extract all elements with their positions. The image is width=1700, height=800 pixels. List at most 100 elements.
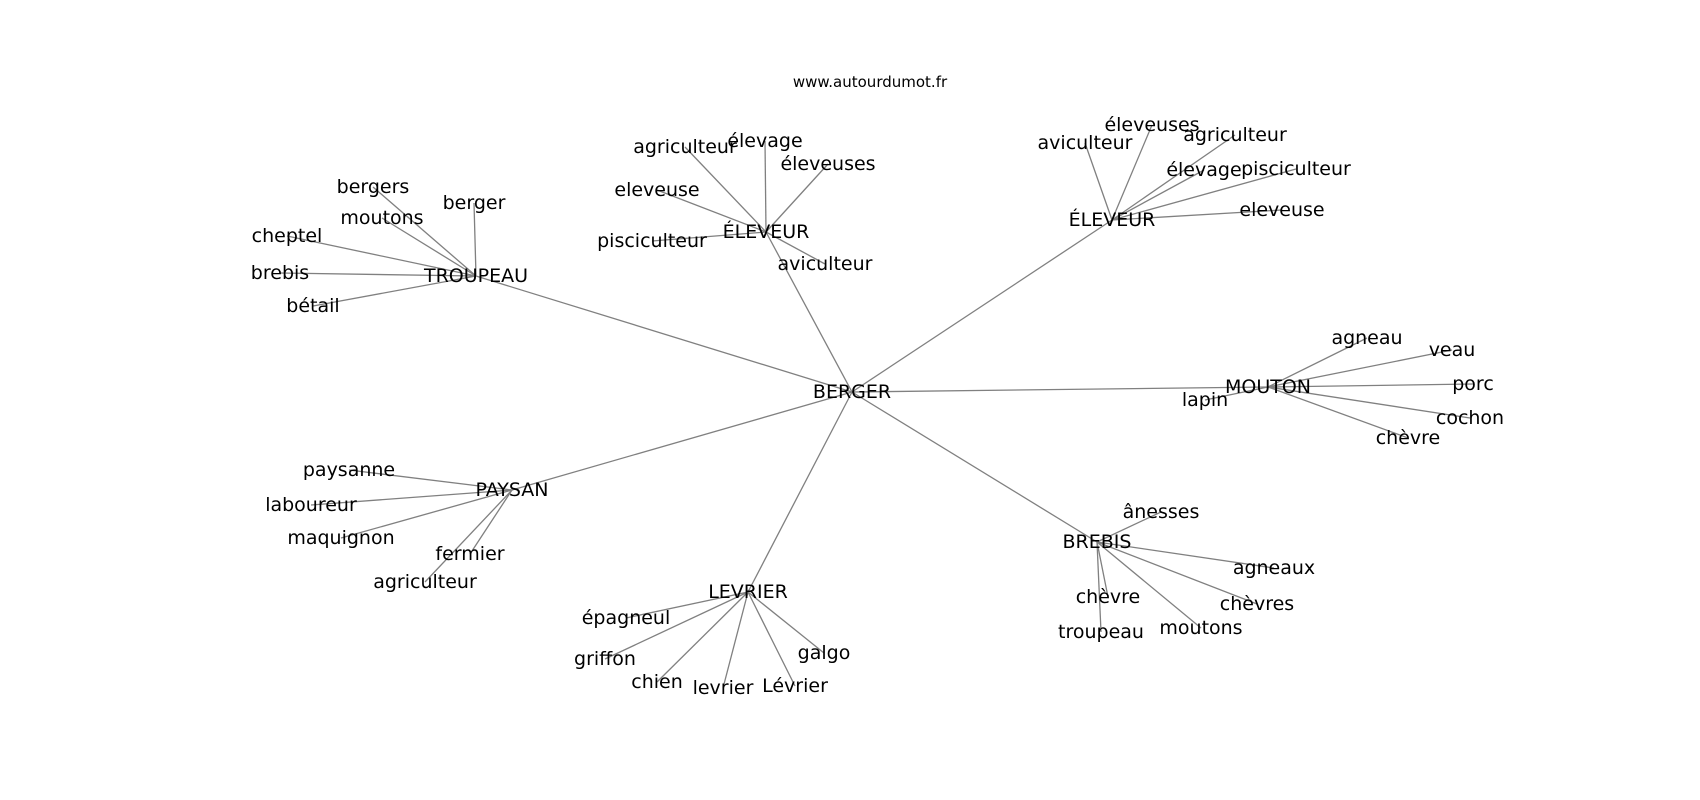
leaf-node-label[interactable]: épagneul: [582, 607, 671, 629]
edge-root-hub: [475, 275, 853, 393]
leaf-node-label[interactable]: éleveuses: [1104, 114, 1199, 136]
leaf-node-label[interactable]: eleveuse: [1239, 199, 1324, 221]
leaf-node-label[interactable]: chèvres: [1220, 593, 1294, 615]
leaf-node-label[interactable]: griffon: [574, 648, 636, 670]
edge-hub-leaf: [656, 189, 767, 233]
edge-root-hub: [851, 386, 1269, 393]
hub-node-label[interactable]: BREBIS: [1063, 531, 1132, 553]
edge-hub-leaf: [684, 146, 767, 233]
leaf-node-label[interactable]: bergers: [337, 176, 410, 198]
site-url: www.autourdumot.fr: [793, 73, 948, 91]
leaf-node-label[interactable]: lapin: [1182, 389, 1228, 411]
edge-hub-leaf: [747, 591, 796, 687]
leaf-node-label[interactable]: pisciculteur: [1241, 158, 1351, 180]
edge-hub-leaf: [765, 163, 829, 233]
edge-hub-leaf: [1111, 134, 1236, 221]
edge-hub-leaf: [279, 272, 477, 277]
hub-node-label[interactable]: PAYSAN: [476, 479, 549, 501]
edge-hub-leaf: [651, 231, 767, 242]
edge-root-hub: [765, 231, 853, 393]
leaf-node-label[interactable]: agneau: [1331, 327, 1402, 349]
edge-hub-leaf: [1096, 541, 1275, 569]
edge-hub-leaf: [1096, 511, 1162, 543]
leaf-node-label[interactable]: agneaux: [1233, 557, 1315, 579]
hub-node-label[interactable]: LEVRIER: [708, 581, 788, 603]
edge-hub-leaf: [1267, 386, 1409, 439]
edges-layer: [279, 124, 1474, 689]
leaf-node-label[interactable]: galgo: [798, 642, 851, 664]
leaf-node-label[interactable]: aviculteur: [1038, 132, 1133, 154]
edge-hub-leaf: [747, 591, 825, 654]
edge-hub-leaf: [340, 489, 513, 539]
leaf-node-label[interactable]: chèvre: [1376, 427, 1441, 449]
labels-layer: www.autourdumot.fr bergersbergermoutonsc…: [251, 73, 1504, 699]
edge-hub-leaf: [1096, 541, 1258, 605]
edge-hub-leaf: [722, 591, 749, 689]
leaf-node-label[interactable]: Lévrier: [762, 675, 828, 697]
edge-hub-leaf: [1267, 386, 1471, 419]
hub-node-label[interactable]: ÉLEVEUR: [1069, 208, 1156, 231]
leaf-node-label[interactable]: chien: [631, 671, 683, 693]
hub-node-label[interactable]: ÉLEVEUR: [723, 220, 810, 243]
hub-node-label[interactable]: TROUPEAU: [423, 265, 528, 287]
edge-hub-leaf: [381, 217, 477, 277]
edge-hub-leaf: [1111, 209, 1283, 221]
leaf-node-label[interactable]: laboureur: [265, 494, 357, 516]
edge-hub-leaf: [1096, 541, 1102, 633]
leaf-node-label[interactable]: levrier: [693, 677, 754, 699]
leaf-node-label[interactable]: agriculteur: [1183, 124, 1287, 146]
root-node-label[interactable]: BERGER: [813, 381, 891, 403]
edge-hub-leaf: [1096, 541, 1109, 598]
edge-hub-leaf: [310, 489, 513, 506]
edge-hub-leaf: [286, 235, 477, 277]
edge-hub-leaf: [1267, 383, 1474, 388]
edge-root-hub: [851, 219, 1113, 393]
edge-hub-leaf: [1111, 169, 1205, 221]
leaf-node-label[interactable]: ânesses: [1123, 501, 1200, 523]
leaf-node-label[interactable]: berger: [443, 192, 506, 214]
leaf-node-label[interactable]: agriculteur: [373, 571, 477, 593]
leaf-node-label[interactable]: fermier: [435, 543, 504, 565]
leaf-node-label[interactable]: aviculteur: [778, 253, 873, 275]
leaf-node-label[interactable]: agriculteur: [633, 136, 737, 158]
edge-root-hub: [747, 391, 853, 593]
leaf-node-label[interactable]: brebis: [251, 262, 309, 284]
edge-hub-leaf: [1204, 386, 1269, 401]
edge-hub-leaf: [656, 591, 749, 683]
leaf-node-label[interactable]: cheptel: [252, 225, 323, 247]
edge-hub-leaf: [764, 140, 767, 233]
edge-root-hub: [851, 391, 1098, 543]
leaf-node-label[interactable]: paysanne: [303, 459, 395, 481]
leaf-node-label[interactable]: moutons: [1159, 617, 1242, 639]
edge-hub-leaf: [625, 591, 749, 619]
edge-hub-leaf: [1096, 541, 1202, 629]
leaf-node-label[interactable]: élevage: [727, 130, 802, 152]
edge-hub-leaf: [765, 231, 826, 265]
leaf-node-label[interactable]: troupeau: [1058, 621, 1144, 643]
edge-hub-leaf: [604, 591, 749, 660]
edge-hub-leaf: [424, 489, 513, 583]
edge-hub-leaf: [1267, 349, 1453, 388]
leaf-node-label[interactable]: moutons: [340, 207, 423, 229]
leaf-node-label[interactable]: porc: [1452, 373, 1494, 395]
edge-hub-leaf: [312, 275, 477, 307]
leaf-node-label[interactable]: veau: [1429, 339, 1476, 361]
edge-hub-leaf: [372, 186, 477, 277]
edge-hub-leaf: [1084, 142, 1113, 221]
hub-node-label[interactable]: MOUTON: [1225, 376, 1311, 398]
edge-root-hub: [511, 391, 853, 491]
leaf-node-label[interactable]: chèvre: [1076, 586, 1141, 608]
leaf-node-label[interactable]: pisciculteur: [597, 230, 707, 252]
edge-hub-leaf: [348, 469, 513, 491]
edge-hub-leaf: [1111, 168, 1297, 221]
leaf-node-label[interactable]: élevage: [1166, 159, 1241, 181]
leaf-node-label[interactable]: bétail: [286, 295, 339, 317]
edge-hub-leaf: [469, 489, 513, 555]
edge-hub-leaf: [473, 202, 477, 277]
leaf-node-label[interactable]: cochon: [1436, 407, 1504, 429]
leaf-node-label[interactable]: éleveuses: [780, 153, 875, 175]
leaf-node-label[interactable]: eleveuse: [614, 179, 699, 201]
leaf-node-label[interactable]: maquignon: [287, 527, 394, 549]
edge-hub-leaf: [1111, 124, 1153, 221]
